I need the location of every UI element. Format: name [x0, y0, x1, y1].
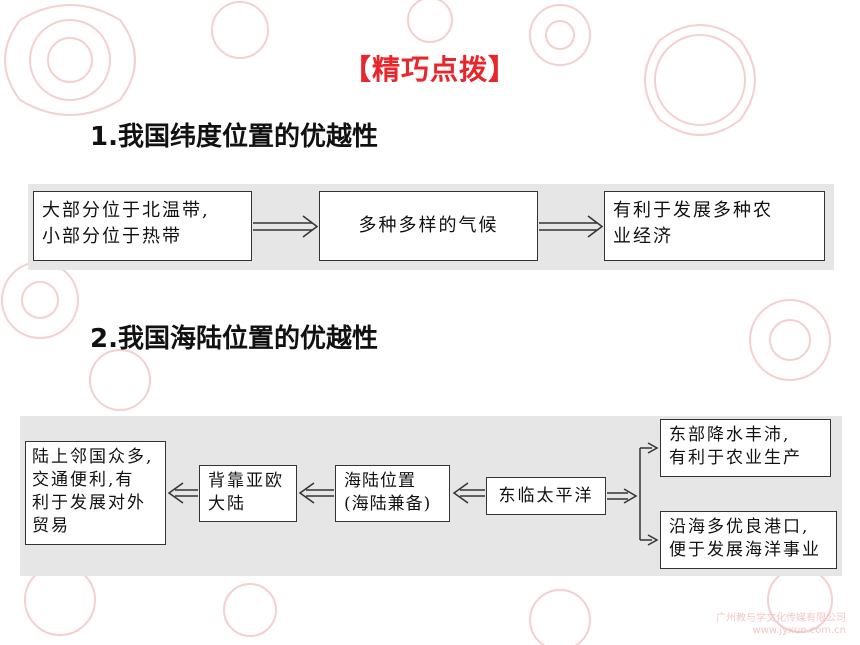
latitude-box-agriculture: 有利于发展多种农 业经济 — [604, 191, 825, 261]
latitude-box-agriculture-line1: 有利于发展多种农 — [613, 200, 773, 221]
latitude-box-zones-line1: 大部分位于北温带, — [42, 200, 210, 221]
section-title-sea-land: 2.我国海陆位置的优越性 — [90, 324, 378, 354]
latitude-box-climate: 多种多样的气候 — [319, 191, 538, 261]
sea-land-box-position: 海陆位置 (海陆兼备) — [335, 465, 450, 522]
watermark-line2: www.jyxue.com.cn — [752, 625, 846, 636]
latitude-box-zones: 大部分位于北温带, 小部分位于热带 — [33, 191, 252, 261]
sea-land-box-pacific: 东临太平洋 — [486, 477, 606, 515]
ports-line2: 便于发展海洋事业 — [669, 540, 821, 560]
eurasia-line1: 背靠亚欧 — [208, 471, 284, 491]
trade-line3: 利于发展对外 — [32, 493, 146, 513]
rainfall-line1: 东部降水丰沛, — [669, 425, 791, 445]
position-line2: (海陆兼备) — [344, 494, 432, 514]
position-line1: 海陆位置 — [344, 471, 416, 491]
section-title-latitude: 1.我国纬度位置的优越性 — [90, 122, 378, 152]
watermark-line1: 广州教与学文化传媒有限公司 — [716, 613, 846, 624]
latitude-box-agriculture-line2: 业经济 — [613, 226, 673, 247]
sea-land-box-trade: 陆上邻国众多, 交通便利,有 利于发展对外 贸易 — [25, 441, 166, 545]
watermark: 广州教与学文化传媒有限公司 www.jyxue.com.cn — [716, 613, 846, 637]
sea-land-box-ports: 沿海多优良港口, 便于发展海洋事业 — [660, 511, 837, 569]
pacific-line1: 东临太平洋 — [498, 486, 594, 506]
sea-land-box-eurasia: 背靠亚欧 大陆 — [199, 465, 297, 522]
ports-line1: 沿海多优良港口, — [669, 517, 810, 537]
sea-land-box-rainfall: 东部降水丰沛, 有利于农业生产 — [660, 419, 831, 477]
latitude-box-climate-line1: 多种多样的气候 — [358, 215, 499, 236]
trade-line2: 交通便利,有 — [32, 470, 135, 490]
rainfall-line2: 有利于农业生产 — [669, 448, 802, 468]
eurasia-line2: 大陆 — [208, 494, 246, 514]
trade-line4: 贸易 — [32, 516, 70, 536]
trade-line1: 陆上邻国众多, — [32, 447, 154, 467]
page-heading: 【精巧点拨】 — [342, 53, 517, 86]
latitude-box-zones-line2: 小部分位于热带 — [42, 226, 182, 247]
